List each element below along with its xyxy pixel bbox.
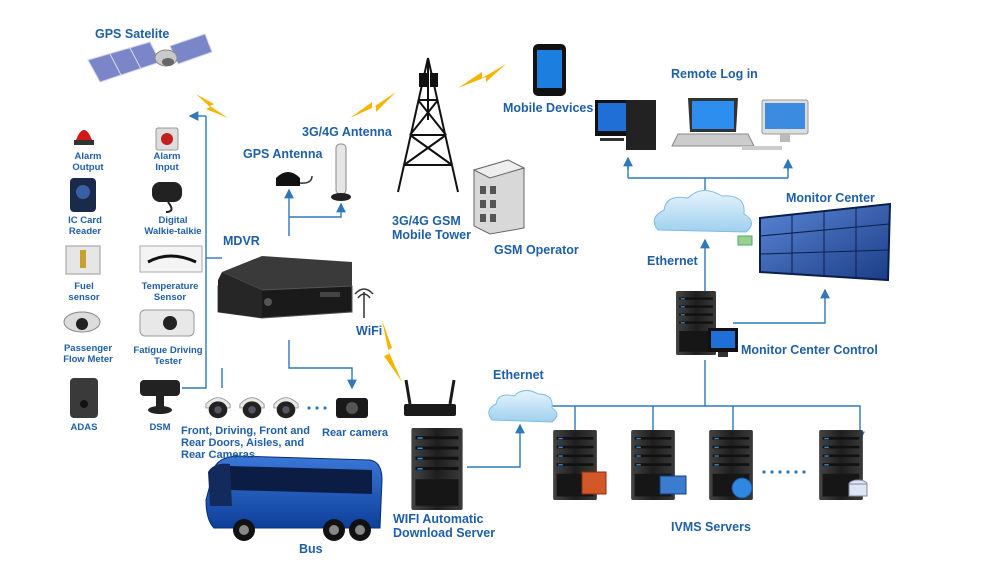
ivms-more-dots	[762, 470, 806, 474]
mobile-devices-label: Mobile Devices	[503, 101, 594, 115]
alarm-light-icon	[74, 130, 94, 145]
ethernet-bottom-label: Ethernet	[493, 368, 544, 382]
cameras-label-line2: Rear Doors, Aisles, and	[181, 437, 305, 449]
fuel-sensor-icon	[65, 245, 101, 275]
gsm-operator-label: GSM Operator	[494, 243, 579, 257]
mdvr-device-icon	[217, 256, 353, 319]
ethernet-cloud-top-icon	[653, 190, 752, 233]
antenna-3g4g-icon	[331, 143, 351, 201]
lightning-wifi-icon	[382, 320, 402, 382]
ivms-servers-label: IVMS Servers	[671, 520, 751, 534]
signal-lightning-icons	[196, 64, 506, 382]
ivms-server-3-icon	[709, 430, 753, 500]
gps-antenna-icon	[276, 172, 313, 186]
antenna-branch-line	[289, 202, 346, 218]
peripheral-bus-line	[182, 116, 207, 389]
fatigue-tester-icon	[139, 309, 195, 337]
wifi-server-to-cloud-line	[467, 423, 525, 468]
remote-imac-icon	[742, 99, 809, 150]
remote-log-in-label: Remote Log in	[671, 67, 758, 81]
connector-lines	[182, 111, 865, 468]
walkie-talkie-icon	[152, 182, 182, 213]
remote-laptop-icon	[671, 98, 755, 147]
temperature-sensor-icon	[139, 245, 203, 273]
wifi-download-server-icon	[411, 428, 463, 510]
gps-satellite-icon	[87, 33, 213, 83]
peripheral-label-adas: ADAS	[70, 422, 98, 433]
video-wall-icon	[737, 202, 892, 282]
ethernet-cloud-bottom-icon	[488, 390, 558, 423]
cloud-to-ivms-line	[548, 405, 865, 442]
ivms-server-2-icon	[631, 430, 687, 500]
wifi-router-icon	[404, 379, 456, 416]
camera-more-dots	[307, 406, 327, 410]
alarm-button-icon	[155, 127, 179, 151]
mdvr-to-cameras-line	[288, 340, 357, 390]
mobile-tower-label-line1: 3G/4G GSM	[392, 214, 461, 228]
bus-icon	[205, 455, 383, 541]
ivms-server-1-icon	[553, 430, 607, 500]
cameras-label-line1: Front, Driving, Front and	[181, 425, 310, 437]
mobile-phone-icon	[533, 44, 566, 96]
bus-label: Bus	[299, 542, 323, 556]
lightning-tower-icon	[458, 64, 506, 88]
mobile-tower-icon	[397, 57, 459, 193]
mdvr-label: MDVR	[223, 234, 260, 248]
cloud-to-remote-line	[627, 160, 789, 196]
wifi-label: WiFi	[356, 324, 383, 338]
antenna-3g4g-label: 3G/4G Antenna	[302, 125, 392, 139]
rear-camera-icon	[336, 398, 368, 418]
dsm-icon	[140, 380, 180, 414]
adas-icon	[70, 378, 98, 418]
wifi-antenna-icon	[354, 288, 374, 318]
dome-cameras-icon	[205, 397, 299, 419]
mobile-tower-label-line2: Mobile Tower	[392, 228, 471, 242]
card-reader-icon	[70, 178, 96, 212]
peripheral-label-dsm: DSM	[149, 422, 171, 433]
monitor-center-control-label: Monitor Center Control	[741, 343, 878, 357]
gsm-operator-building-icon	[472, 159, 526, 235]
gps-antenna-label: GPS Antenna	[243, 147, 323, 161]
wifi-server-label-line2: Download Server	[393, 526, 496, 540]
control-to-monitor-line	[733, 288, 830, 324]
lightning-sat-icon	[196, 94, 228, 118]
gps-satellite-label: GPS Satelite	[95, 27, 170, 41]
rear-camera-label: Rear camera	[322, 427, 389, 439]
monitor-center-label: Monitor Center	[786, 191, 875, 205]
wifi-server-label-line1: WIFI Automatic	[393, 512, 484, 526]
cameras-label-line3: Rear Cameras	[181, 449, 255, 461]
lightning-antenna-icon	[350, 92, 396, 118]
ivms-server-4-icon	[819, 430, 868, 500]
flow-meter-icon	[63, 311, 101, 333]
ethernet-top-label: Ethernet	[647, 254, 698, 268]
remote-desktop-icon	[595, 100, 656, 150]
monitor-center-server-icon	[676, 291, 738, 357]
